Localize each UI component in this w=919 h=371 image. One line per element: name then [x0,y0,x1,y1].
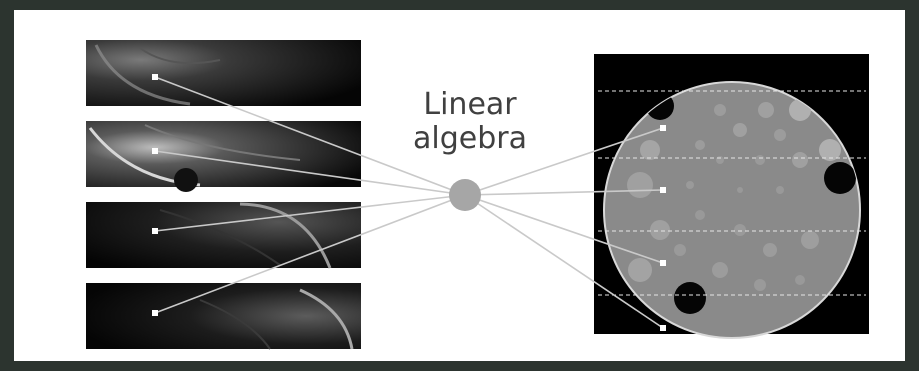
connector-left-2 [154,150,466,196]
center-label: Linear algebra [400,88,540,156]
connector-right-4 [464,194,664,329]
marker-left-4 [152,310,158,316]
connector-left-1 [154,76,466,196]
connector-right-3 [464,194,664,264]
phantom-inclusions [627,92,856,314]
connector-right-1 [464,127,664,196]
marker-right-3 [660,260,666,266]
marker-right-4 [660,325,666,331]
marker-right-2 [660,187,666,193]
center-label-line1: Linear [423,87,517,122]
left-panel-2 [86,121,361,192]
marker-left-3 [152,228,158,234]
marker-left-1 [152,74,158,80]
marker-left-2 [152,148,158,154]
center-label-line2: algebra [413,121,527,156]
connector-left-4 [154,194,466,314]
scan-dashed-lines [598,90,866,296]
phantom-disk [603,81,861,339]
linear-algebra-node [449,179,481,211]
connector-left-3 [154,194,466,232]
connector-right-2 [464,189,664,196]
phantom-top-notch [686,60,776,80]
left-panel-1 [86,40,361,106]
left-panel-4 [86,283,361,350]
connector-lines [154,76,664,329]
endpoint-markers [152,74,666,331]
marker-right-1 [660,125,666,131]
right-phantom-panel [594,54,869,339]
